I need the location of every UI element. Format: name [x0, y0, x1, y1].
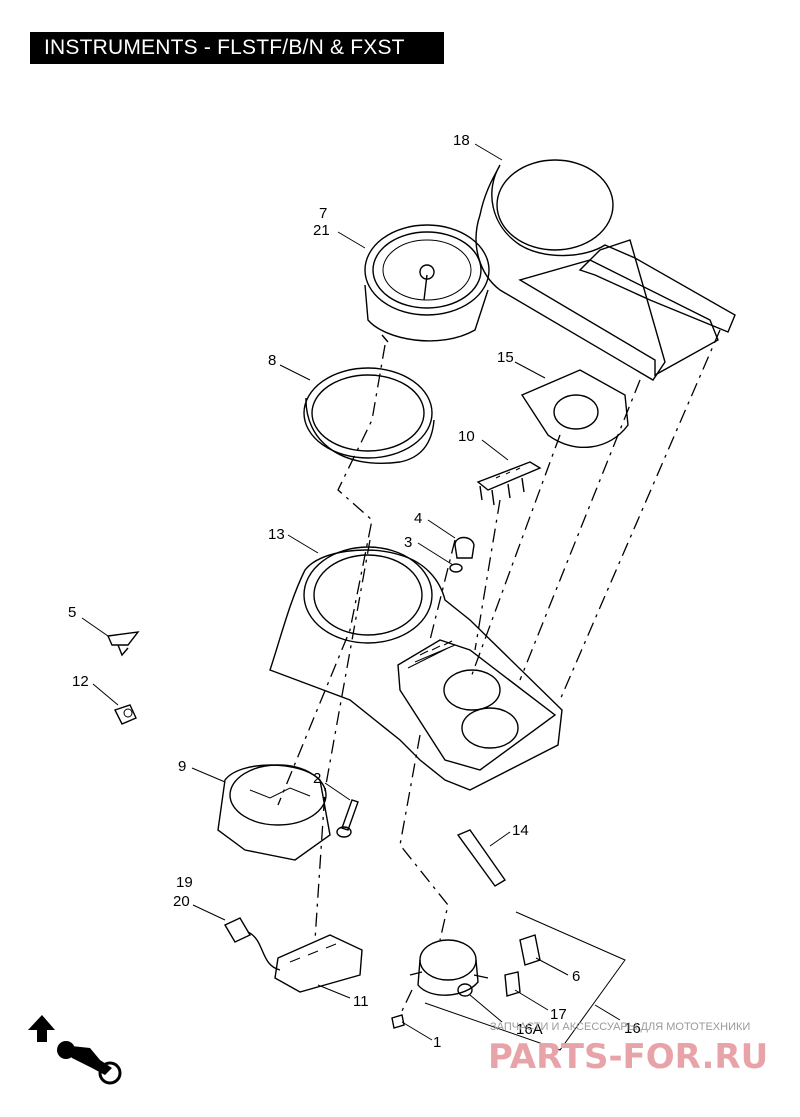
strip-part — [456, 829, 507, 887]
trim-cover-part — [475, 159, 736, 381]
ignition-switch-part — [409, 939, 489, 997]
bracket-outline — [424, 911, 626, 1051]
small-screw-part — [391, 1014, 405, 1029]
callout-17: 17 — [550, 1006, 567, 1023]
watermark-brand: PARTS-FOR.RU — [488, 1037, 768, 1077]
wiring-harness-part — [224, 917, 281, 971]
callout-15: 15 — [497, 349, 514, 366]
callout-3: 3 — [404, 534, 412, 551]
page-title: INSTRUMENTS - FLSTF/B/N & FXST — [30, 32, 444, 64]
callout-13: 13 — [268, 526, 285, 543]
clip-part — [106, 631, 140, 657]
speedometer-part — [364, 224, 490, 343]
nut-and-washer-part — [449, 536, 475, 573]
callout-14: 14 — [512, 822, 529, 839]
callout-5: 5 — [68, 604, 76, 621]
indicator-module-part — [274, 934, 363, 993]
gasket-ring-part — [303, 367, 435, 464]
callout-20: 20 — [173, 893, 190, 910]
callout-10: 10 — [458, 428, 475, 445]
leader-lines — [81, 143, 621, 1041]
callout-2: 2 — [313, 770, 321, 787]
callout-1: 1 — [433, 1034, 441, 1051]
callout-4: 4 — [414, 510, 422, 527]
callout-6: 6 — [572, 968, 580, 985]
watermark-tagline: ЗАПЧАСТИ И АКСЕССУАРЫ ДЛЯ МОТОТЕХНИКИ — [490, 1021, 750, 1033]
callout-9: 9 — [178, 758, 186, 775]
small-trim-part — [520, 369, 629, 449]
callout-21: 21 — [313, 222, 330, 239]
watermark: ЗАПЧАСТИ И АКСЕССУАРЫ ДЛЯ МОТОТЕХНИКИ PA… — [488, 1021, 768, 1077]
callout-12: 12 — [72, 673, 89, 690]
screw-part — [336, 799, 359, 838]
callout-18: 18 — [453, 132, 470, 149]
callout-19: 19 — [176, 874, 193, 891]
callout-16: 16 — [624, 1020, 641, 1037]
front-direction-arrow-icon — [28, 1015, 55, 1042]
callout-16a: 16A — [516, 1021, 543, 1038]
indicator-bracket-part — [476, 461, 542, 506]
callout-11: 11 — [353, 993, 369, 1010]
key-parts — [504, 934, 541, 997]
motorcycle-icon — [57, 1041, 122, 1085]
lower-bezel-part — [217, 764, 331, 861]
callout-labels: 18 7 21 8 15 10 4 3 13 5 12 9 2 14 19 20… — [68, 132, 641, 1051]
connector-part — [114, 704, 137, 725]
instrument-housing-part — [269, 546, 563, 791]
callout-7: 7 — [319, 205, 327, 222]
callout-8: 8 — [268, 352, 276, 369]
